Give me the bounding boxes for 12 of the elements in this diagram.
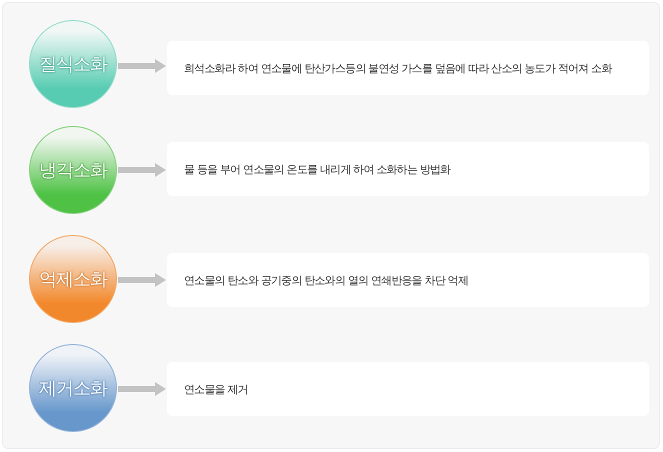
category-circle: 억제소화 [29, 235, 117, 323]
arrow [118, 163, 166, 177]
description-box: 물 등을 부어 연소물의 온도를 내리게 하여 소화하는 방법화 [167, 142, 649, 196]
description-box: 희석소화라 하여 연소물에 탄산가스등의 불연성 가스를 덮음에 따라 산소의 농도가 적어져 소화 [167, 41, 649, 95]
arrow [118, 382, 166, 396]
category-circle: 냉각소화 [29, 126, 117, 214]
description-box: 연소물의 탄소와 공기중의 탄소와의 열의 연쇄반응을 차단 억제 [167, 253, 649, 307]
arrow [118, 273, 166, 287]
category-circle: 질식소화 [29, 20, 117, 108]
category-circle: 제거소화 [29, 344, 117, 432]
arrow [118, 59, 166, 73]
description-box: 연소물을 제거 [167, 362, 649, 416]
